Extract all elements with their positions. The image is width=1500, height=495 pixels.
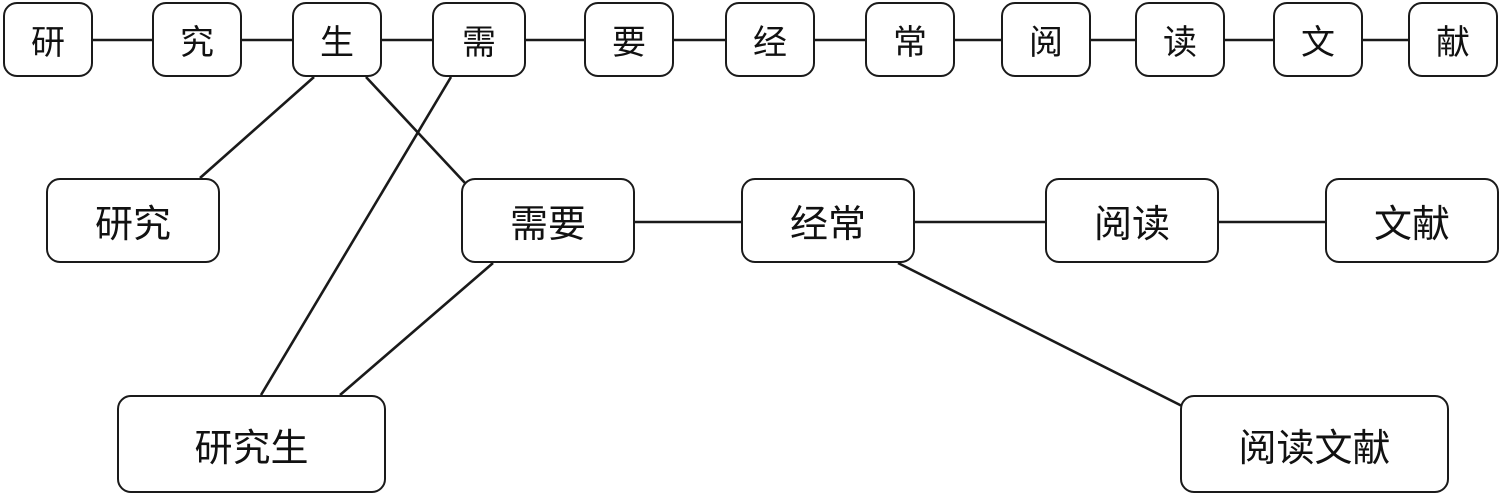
word-node-yanjiu: 研究 — [46, 178, 220, 263]
edge-xuyao-yanjiusheng — [339, 262, 494, 396]
char-node-xu: 需 — [432, 2, 526, 77]
edge-xu-yanjiusheng — [259, 76, 453, 396]
word-node-jingchang: 经常 — [741, 178, 915, 263]
word-node-yanjiusheng: 研究生 — [117, 395, 386, 493]
char-node-sheng: 生 — [292, 2, 382, 77]
char-node-yue: 阅 — [1001, 2, 1091, 77]
char-node-du: 读 — [1135, 2, 1225, 77]
char-node-yan: 研 — [3, 2, 93, 77]
char-node-wen: 文 — [1273, 2, 1363, 77]
edge-sheng-yanjiu — [199, 76, 315, 179]
word-node-yueduwenxian: 阅读文献 — [1180, 395, 1449, 493]
char-node-xian: 献 — [1408, 2, 1498, 77]
char-node-yao: 要 — [584, 2, 674, 77]
char-node-jiu: 究 — [152, 2, 242, 77]
edge-sheng-xuyao — [365, 76, 466, 184]
char-node-chang: 常 — [865, 2, 955, 77]
word-node-yuedu: 阅读 — [1045, 178, 1219, 263]
word-node-xuyao: 需要 — [461, 178, 635, 263]
char-node-jing: 经 — [725, 2, 815, 77]
edge-jingchang-yueduwenxian — [897, 261, 1185, 409]
word-node-wenxian: 文献 — [1325, 178, 1499, 263]
